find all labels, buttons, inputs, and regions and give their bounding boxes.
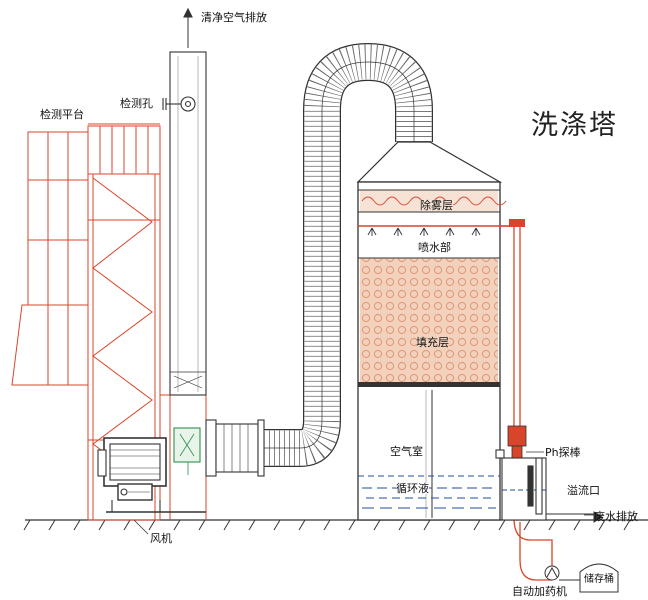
- label-air-chamber: 空气室: [390, 445, 423, 458]
- label-overflow: 溢流口: [567, 484, 600, 497]
- label-dosing: 自动加药机: [512, 585, 567, 598]
- label-sampling-port: 检测孔: [120, 97, 153, 110]
- inline-filter: [509, 219, 525, 227]
- fan-inlet-duct: [205, 419, 265, 477]
- label-clean-air: 清净空气排放: [201, 11, 267, 24]
- ground: [23, 519, 648, 531]
- storage-tank-symbol: [559, 563, 619, 593]
- label-demister: 除雾层: [420, 199, 453, 212]
- overflow-tank: [495, 449, 547, 521]
- label-circulating-liquid: 循环液: [396, 482, 429, 495]
- connecting-duct: [264, 42, 433, 467]
- leader-lines: [133, 451, 604, 535]
- dosing-pump-symbol: [544, 565, 560, 581]
- label-ph-probe: Ph探棒: [545, 446, 581, 459]
- label-storage: 储存桶: [584, 574, 614, 585]
- scrubber-tower: [356, 141, 510, 521]
- label-waste-water: 废水排放: [594, 510, 638, 523]
- fan: [97, 427, 206, 513]
- label-spray: 喷水部: [418, 241, 451, 254]
- label-packing: 填充层: [416, 336, 449, 349]
- waste-water-outlet: [546, 511, 603, 523]
- label-platform: 检测平台: [40, 108, 84, 121]
- label-fan: 风机: [150, 532, 172, 545]
- sampling-port: [162, 96, 196, 112]
- page-title: 洗涤塔: [531, 110, 618, 141]
- exhaust-stack: [169, 7, 207, 396]
